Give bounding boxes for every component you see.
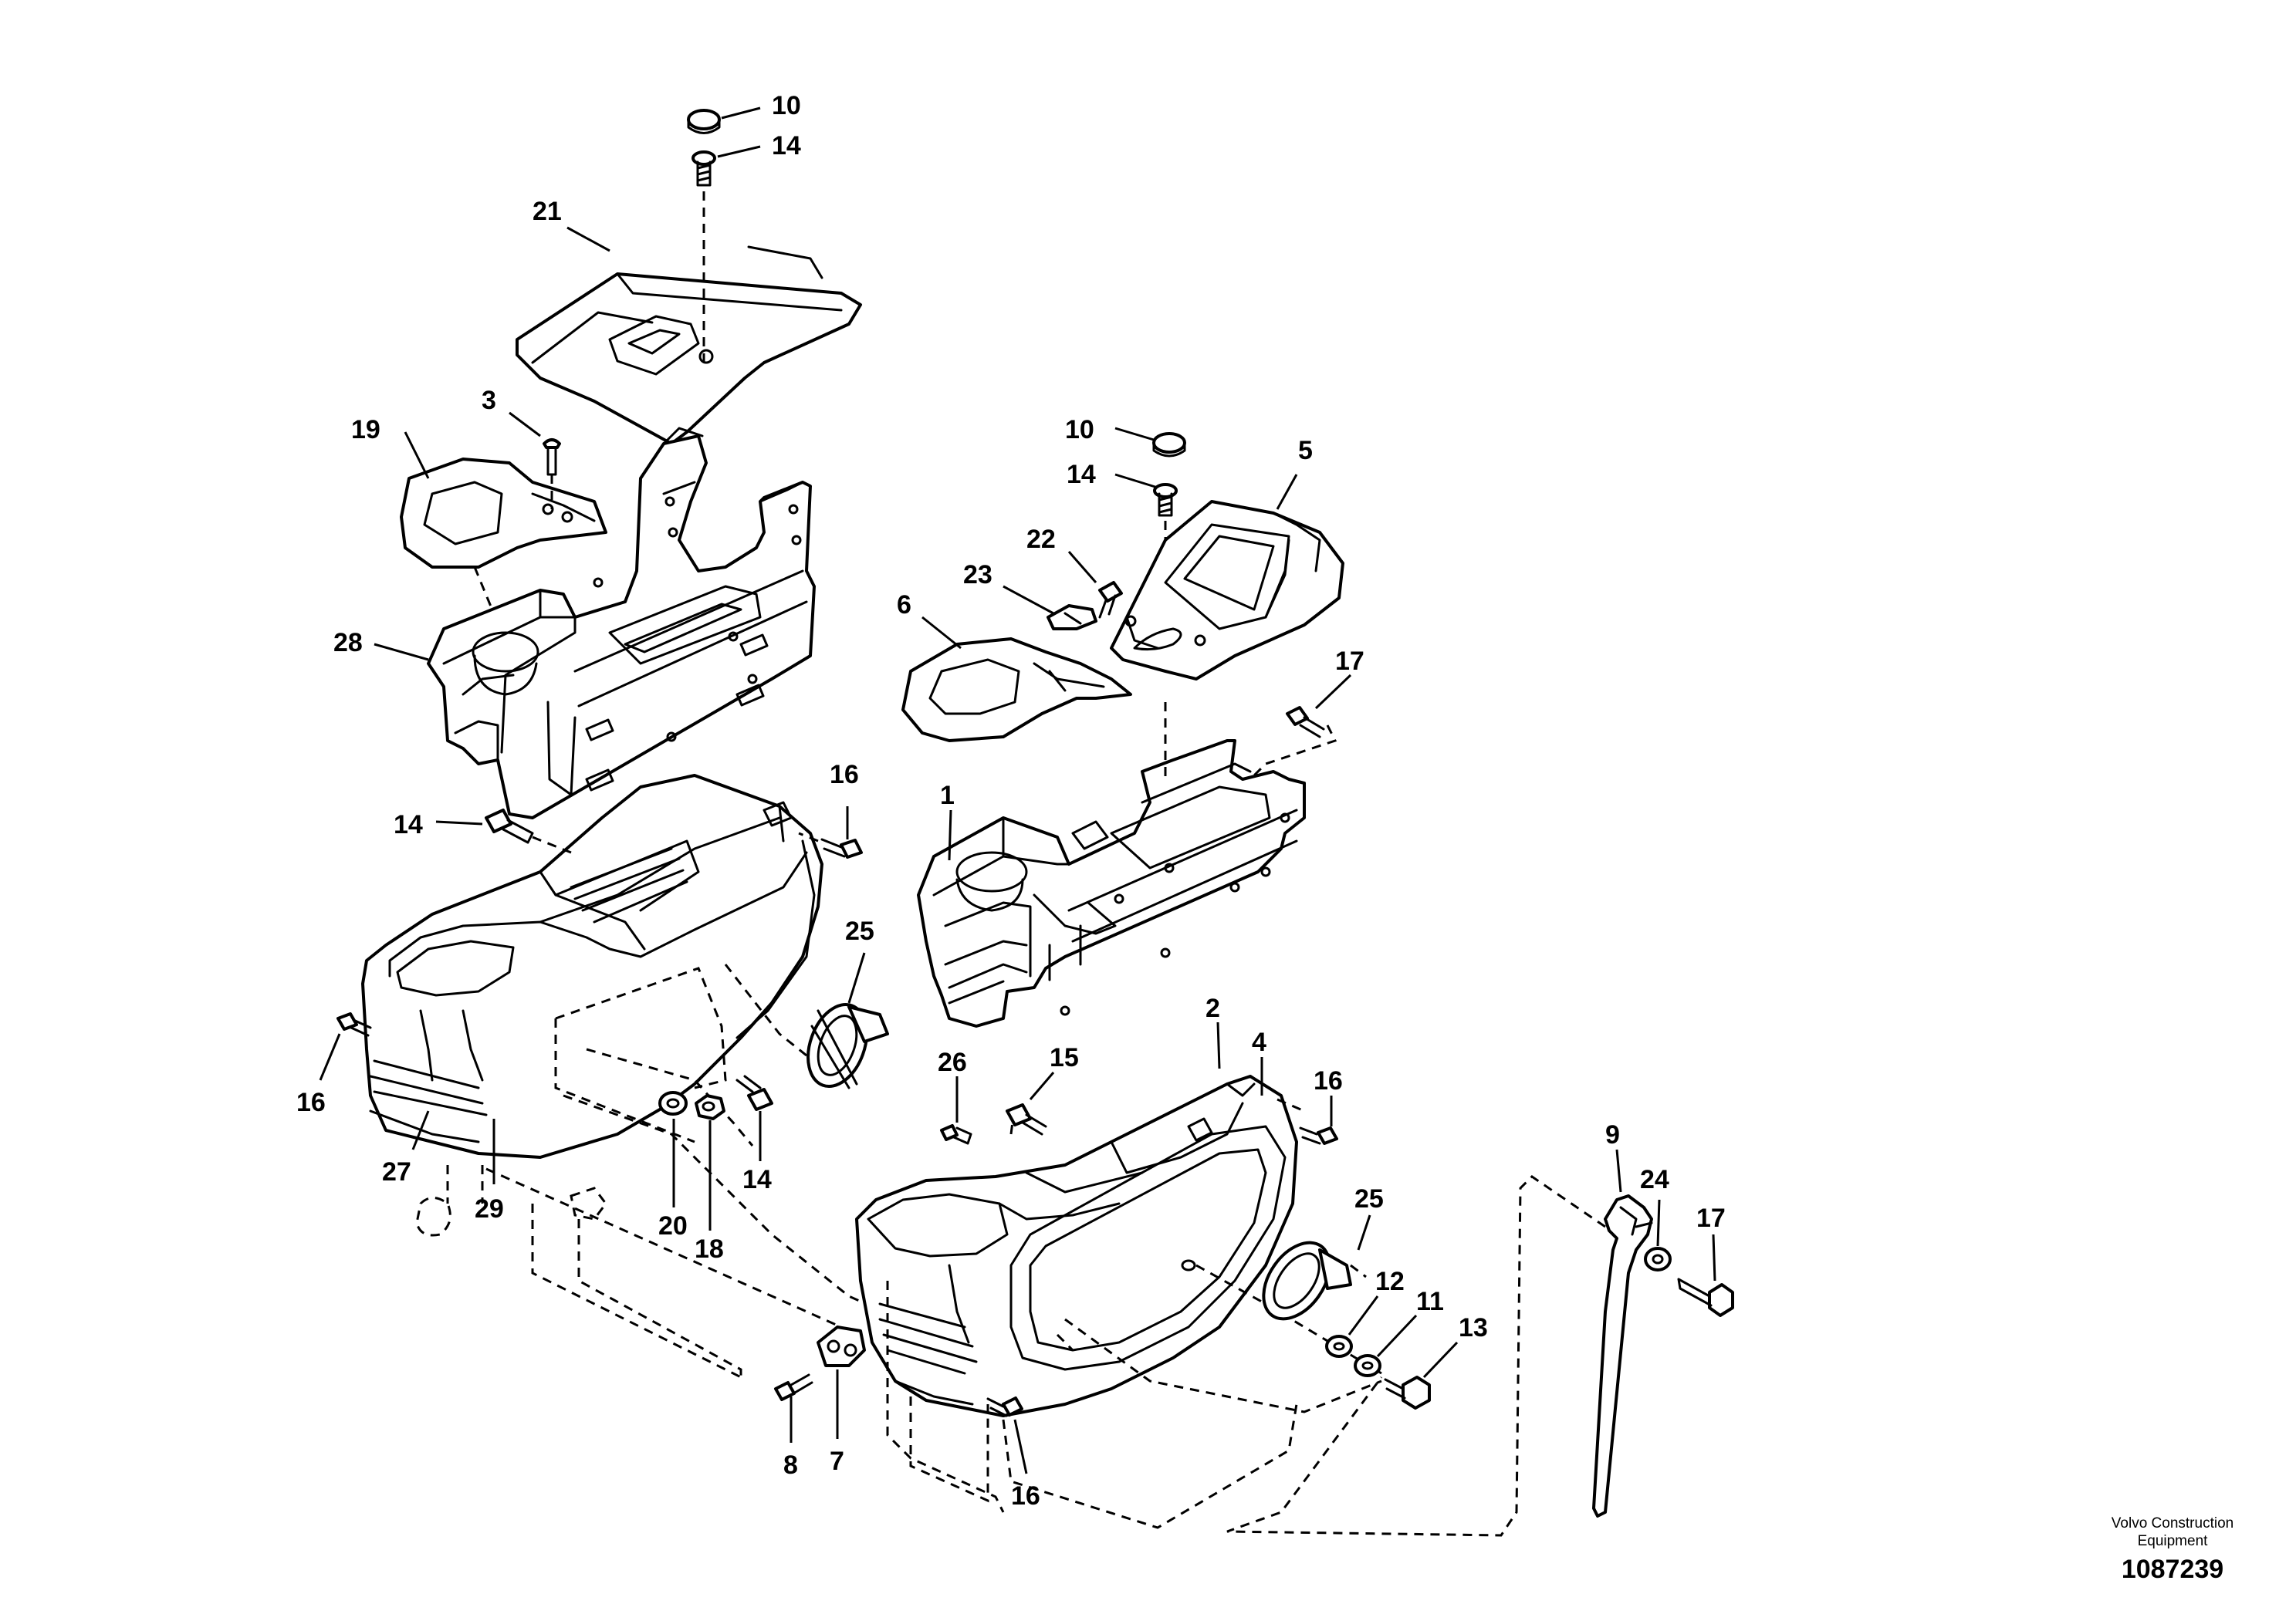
callout-13: 13 <box>1459 1313 1488 1342</box>
hidden-line-17-upper <box>1249 724 1337 781</box>
washer-24 <box>1644 1247 1672 1271</box>
armrest-pad-6 <box>901 637 1132 742</box>
callout-24: 24 <box>1640 1165 1669 1194</box>
callout-3: 3 <box>482 386 496 415</box>
hidden-line-14-left <box>532 836 572 854</box>
bolt-16-lower <box>986 1396 1023 1417</box>
bolt-13 <box>1384 1376 1431 1410</box>
bolt-17-right <box>1677 1278 1734 1317</box>
callout-14: 14 <box>394 810 423 839</box>
hidden-line-16-upper <box>798 832 819 843</box>
leader-lines <box>319 106 1716 1474</box>
washer-11 <box>1354 1354 1381 1377</box>
callout-8: 8 <box>783 1450 798 1480</box>
clamp-25-left <box>806 1002 889 1089</box>
hidden-line-19-to-28 <box>473 566 503 633</box>
callout-17: 17 <box>1696 1204 1726 1233</box>
screw-14-top <box>692 150 716 187</box>
upper-housing-5 <box>1110 500 1344 680</box>
screw-14-right <box>1153 483 1178 517</box>
callout-28: 28 <box>333 628 363 657</box>
company-name-line2: Equipment <box>2138 1533 2209 1549</box>
callout-6: 6 <box>897 590 911 620</box>
callout-12: 12 <box>1375 1267 1405 1296</box>
callout-17: 17 <box>1335 647 1364 676</box>
bolt-14-lower <box>735 1075 773 1111</box>
callout-9: 9 <box>1605 1120 1620 1150</box>
bolt-14-left <box>485 809 534 844</box>
callout-1: 1 <box>940 781 955 810</box>
callout-2: 2 <box>1205 994 1220 1023</box>
washer-12 <box>1325 1335 1353 1358</box>
callout-14: 14 <box>772 131 801 160</box>
plug-10-top <box>687 109 721 134</box>
clip-23 <box>1047 604 1097 630</box>
callout-20: 20 <box>658 1211 688 1241</box>
bolt-16-right <box>1299 1126 1338 1145</box>
callout-16: 16 <box>830 760 859 789</box>
callout-7: 7 <box>830 1447 844 1476</box>
callout-4: 4 <box>1252 1028 1266 1057</box>
bolt-16-upper <box>820 838 863 859</box>
bolt-15 <box>1006 1103 1047 1136</box>
rod-9 <box>1592 1194 1653 1518</box>
callout-10: 10 <box>772 91 801 120</box>
callout-labels: 10 14 21 3 19 28 10 14 5 22 23 6 17 14 1… <box>296 91 1726 1511</box>
bolt-8 <box>774 1373 813 1401</box>
callout-14: 14 <box>742 1165 772 1194</box>
nut-18 <box>695 1094 725 1120</box>
console-frame-1 <box>917 739 1306 1028</box>
bolt-16-left <box>336 1012 372 1037</box>
pin-26 <box>940 1124 972 1145</box>
callout-21: 21 <box>533 197 562 226</box>
drawing-number: 1087239 <box>2122 1555 2223 1584</box>
cover-plate-21 <box>516 245 862 445</box>
screw-22 <box>1098 581 1123 619</box>
callout-11: 11 <box>1416 1287 1444 1316</box>
side-cover-2 <box>855 1075 1298 1417</box>
washer-20 <box>658 1091 688 1116</box>
plug-10-right <box>1152 432 1186 458</box>
callout-27: 27 <box>382 1157 411 1187</box>
cap-7 <box>817 1326 866 1367</box>
callout-23: 23 <box>963 560 992 589</box>
armrest-pad-19 <box>400 458 607 569</box>
callout-15: 15 <box>1050 1043 1079 1072</box>
callout-29: 29 <box>475 1194 504 1224</box>
callout-16: 16 <box>1314 1066 1343 1096</box>
bolt-17-upper <box>1286 706 1325 738</box>
callout-16: 16 <box>296 1088 326 1117</box>
callout-25: 25 <box>845 917 874 946</box>
callout-19: 19 <box>351 415 380 444</box>
footer-block: Volvo Construction Equipment 1087239 <box>2112 1515 2233 1584</box>
hidden-line-9-routing <box>1226 1175 1606 1537</box>
callout-14: 14 <box>1067 460 1096 489</box>
callout-10: 10 <box>1065 415 1094 444</box>
side-cover-27 <box>361 774 823 1159</box>
callout-16: 16 <box>1011 1481 1040 1511</box>
callout-22: 22 <box>1026 525 1056 554</box>
callout-26: 26 <box>938 1048 967 1077</box>
clamp-25-right <box>1262 1241 1352 1321</box>
screw-3 <box>543 438 561 476</box>
callout-18: 18 <box>695 1234 724 1264</box>
console-frame-28 <box>427 427 816 819</box>
company-name-line1: Volvo Construction <box>2112 1515 2233 1532</box>
callout-5: 5 <box>1298 436 1313 465</box>
callout-25: 25 <box>1354 1184 1384 1214</box>
